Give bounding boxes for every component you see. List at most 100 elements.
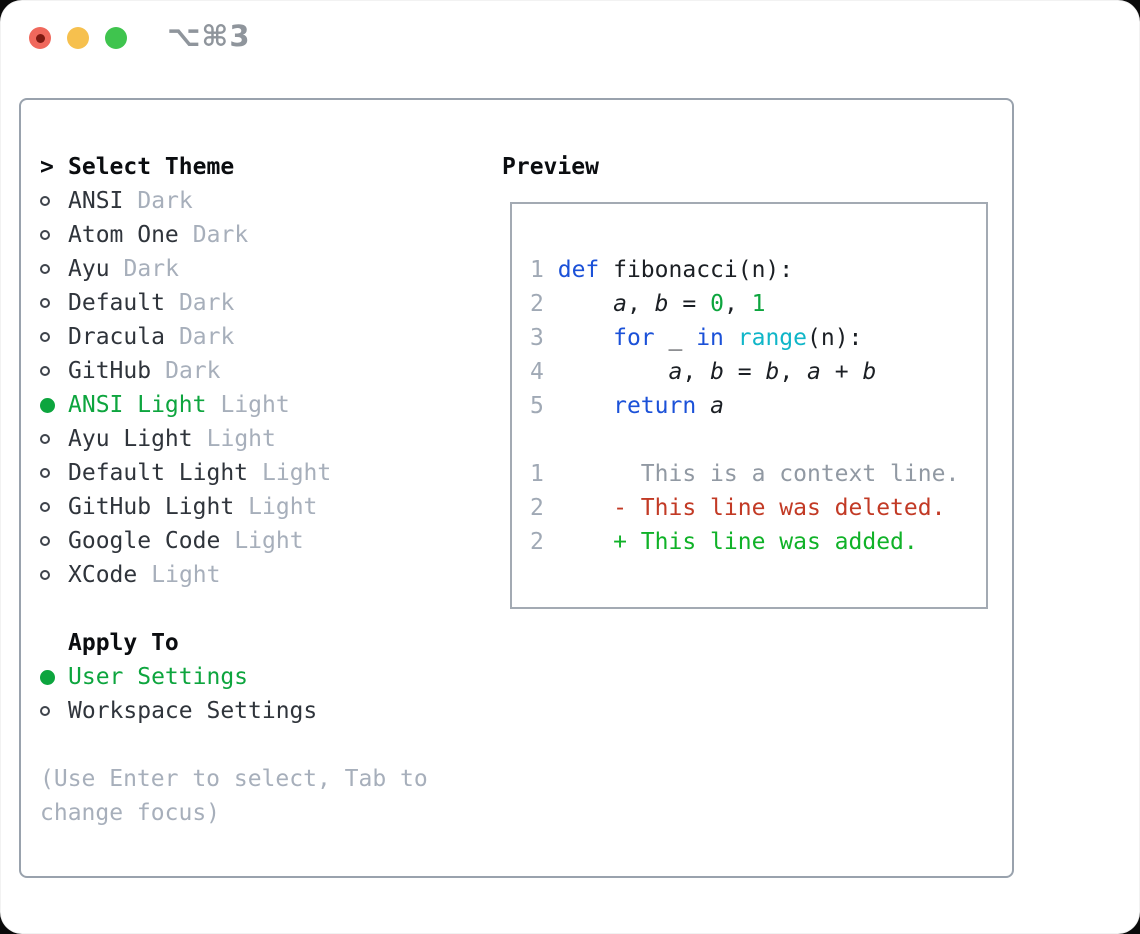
code-line: 1 def fibonacci(n): xyxy=(530,253,986,287)
theme-option-github-light-light[interactable]: GitHub Light Light xyxy=(40,490,428,524)
theme-list-header: Select Theme xyxy=(68,154,235,180)
apply-to-header: Apply To xyxy=(68,630,179,656)
theme-option-ansi-dark[interactable]: ANSI Dark xyxy=(40,184,428,218)
code-line: 5 return a xyxy=(530,389,986,423)
theme-option-variant-tag: Light xyxy=(220,392,290,418)
radio-icon xyxy=(40,536,68,546)
minimize-button[interactable] xyxy=(67,27,89,49)
apply-to-header-row: Apply To xyxy=(40,626,428,660)
radio-icon xyxy=(40,366,68,376)
line-number: 2 xyxy=(530,291,544,317)
theme-option-label: XCode xyxy=(68,562,138,588)
radio-icon xyxy=(40,706,68,716)
theme-option-variant-tag: Dark xyxy=(123,256,179,282)
spacer xyxy=(40,728,428,762)
apply-option-label: User Settings xyxy=(68,664,249,690)
code-token-fg xyxy=(558,529,613,555)
code-line: 3 for _ in range(n): xyxy=(530,321,986,355)
code-token-var: b xyxy=(862,359,877,385)
theme-list-header-row: > Select Theme xyxy=(40,150,428,184)
theme-option-label: ANSI xyxy=(68,188,124,214)
zoom-button[interactable] xyxy=(105,27,127,49)
radio-selected-icon xyxy=(40,397,68,413)
apply-option-user-settings[interactable]: User Settings xyxy=(40,660,428,694)
hint-text-line-1: (Use Enter to select, Tab to xyxy=(40,766,428,792)
theme-option-github-dark[interactable]: GitHub Dark xyxy=(40,354,428,388)
line-number: 3 xyxy=(530,325,544,351)
code-token-var: b xyxy=(654,291,669,317)
theme-option-variant-tag: Light xyxy=(206,426,276,452)
theme-option-variant-tag: Light xyxy=(262,460,332,486)
code-line: 4 a, b = b, a + b xyxy=(530,355,986,389)
window-shortcut-label: ⌥⌘3 xyxy=(167,19,251,53)
focus-caret-icon: > xyxy=(40,154,54,180)
code-token-fg: , xyxy=(626,291,655,317)
theme-option-label: Dracula xyxy=(68,324,165,350)
code-token-fg: , xyxy=(779,359,808,385)
theme-option-variant-tag: Dark xyxy=(165,358,221,384)
spacer xyxy=(40,592,428,626)
radio-icon xyxy=(40,264,68,274)
code-token-del: - This line was deleted. xyxy=(613,495,946,521)
radio-icon xyxy=(40,332,68,342)
code-token-fg: + xyxy=(820,359,863,385)
line-number: 5 xyxy=(530,393,544,419)
code-token-kw: def xyxy=(557,257,600,283)
code-token-fg xyxy=(724,325,738,351)
code-token-fg xyxy=(558,495,613,521)
diff-line: 2 - This line was deleted. xyxy=(530,491,986,525)
code-token-var: a xyxy=(668,359,683,385)
theme-option-variant-tag: Dark xyxy=(137,188,193,214)
radio-icon xyxy=(40,230,68,240)
theme-option-label: GitHub xyxy=(68,358,152,384)
theme-option-ayu-light-light[interactable]: Ayu Light Light xyxy=(40,422,428,456)
radio-icon xyxy=(40,570,68,580)
code-token-kw: in xyxy=(696,325,724,351)
theme-option-ayu-dark[interactable]: Ayu Dark xyxy=(40,252,428,286)
line-number: 1 xyxy=(530,257,544,283)
line-number: 2 xyxy=(530,529,544,555)
code-token-fg: , xyxy=(682,359,711,385)
radio-icon xyxy=(40,468,68,478)
code-token-fg: fibonacci(n): xyxy=(599,257,794,283)
theme-option-dracula-dark[interactable]: Dracula Dark xyxy=(40,320,428,354)
code-token-fg: = xyxy=(668,291,711,317)
radio-icon xyxy=(40,298,68,308)
code-token-var: b xyxy=(765,359,780,385)
theme-option-label: Ayu Light xyxy=(68,426,193,452)
apply-option-workspace-settings[interactable]: Workspace Settings xyxy=(40,694,428,728)
code-token-fg xyxy=(558,359,669,385)
close-button[interactable] xyxy=(29,27,51,49)
theme-option-label: Google Code xyxy=(68,528,221,554)
theme-option-label: GitHub Light xyxy=(68,494,235,520)
theme-option-label: Ayu xyxy=(68,256,110,282)
line-number: 2 xyxy=(530,495,544,521)
code-token-fg xyxy=(696,393,710,419)
code-token-fn: range xyxy=(737,325,808,351)
code-token-add: + This line was added. xyxy=(613,529,918,555)
theme-option-variant-tag: Light xyxy=(248,494,318,520)
blank-line xyxy=(530,423,986,457)
theme-option-label: Default xyxy=(68,290,165,316)
code-token-kw: for xyxy=(613,325,655,351)
preview-title: Preview xyxy=(502,154,599,180)
diff-line: 1 This is a context line. xyxy=(530,457,986,491)
code-token-fg xyxy=(558,325,613,351)
radio-icon xyxy=(40,502,68,512)
theme-option-variant-tag: Dark xyxy=(178,324,235,350)
diff-line: 2 + This line was added. xyxy=(530,525,986,559)
window-controls xyxy=(29,27,127,49)
code-token-fg xyxy=(558,291,613,317)
code-token-fg: _ xyxy=(654,325,697,351)
code-token-fg xyxy=(558,393,613,419)
